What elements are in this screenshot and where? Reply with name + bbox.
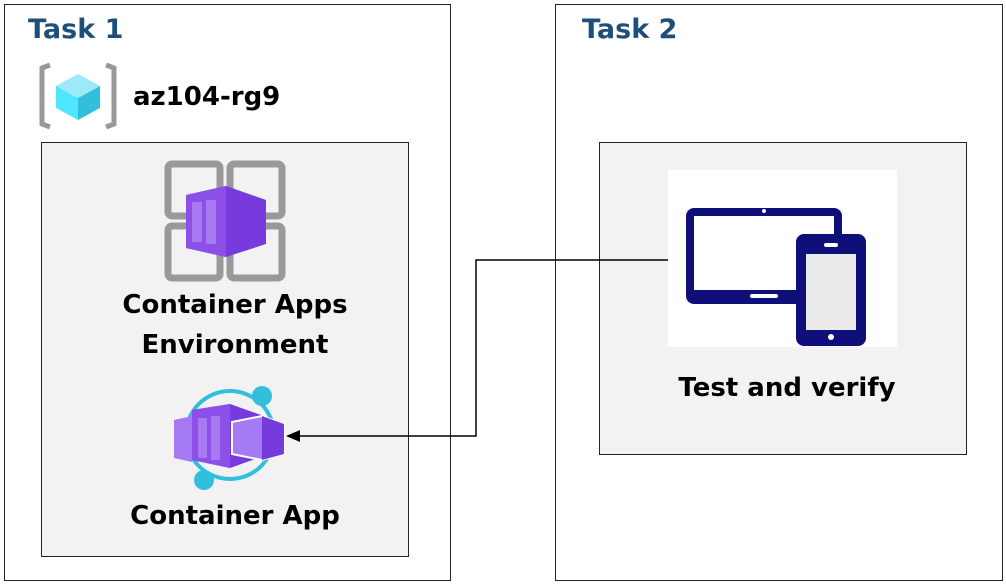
devices-icon: [668, 170, 897, 347]
task2-panel: [555, 4, 1003, 581]
container-apps-environment-icon: [164, 160, 286, 282]
task2-title: Task 2: [582, 14, 678, 45]
resource-group-name: az104-rg9: [133, 82, 281, 112]
resource-group-icon: [39, 62, 117, 130]
task1-panel: [4, 4, 451, 581]
container-app-icon: [174, 386, 285, 490]
test-label: Test and verify: [678, 373, 896, 403]
task1-title: Task 1: [28, 14, 124, 45]
environment-label-2: Environment: [141, 330, 329, 360]
environment-label-1: Container Apps: [122, 290, 348, 320]
container-app-label: Container App: [130, 501, 340, 531]
